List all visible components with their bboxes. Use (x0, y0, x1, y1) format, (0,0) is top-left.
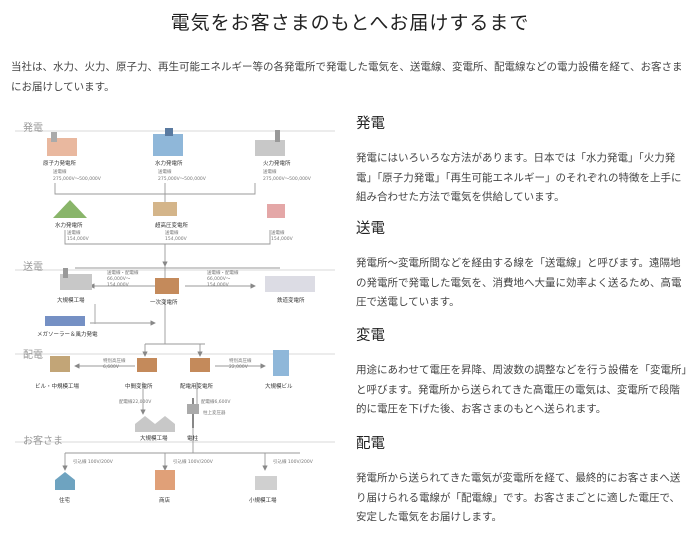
section-body: 発電所〜変電所間などを経由する線を「送電線」と呼びます。遠隔地の発電所で発電した… (356, 257, 682, 308)
section-generation: 発電 発電にはいろいろな方法があります。日本では「水力発電」「火力発電」「原子力… (356, 112, 688, 208)
house-icon (55, 472, 75, 490)
svg-text:送電線: 送電線 (263, 168, 277, 175)
svg-text:66,000V〜: 66,000V〜 (207, 276, 231, 282)
page-title: 電気をお客さまのもとへお届けするまで (170, 12, 530, 34)
svg-text:275,000V〜500,000V: 275,000V〜500,000V (158, 176, 207, 182)
stage-generation: 発電 (23, 121, 43, 134)
stage-transmission: 送電 (23, 260, 43, 273)
svg-text:配電線6,600V: 配電線6,600V (201, 398, 231, 405)
solar-wind-icon (45, 304, 96, 326)
railway-substation-icon (265, 276, 315, 292)
svg-text:引込線 100V/200V: 引込線 100V/200V (273, 458, 314, 465)
svg-text:引込線 100V/200V: 引込線 100V/200V (73, 458, 114, 465)
svg-text:送電線: 送電線 (53, 168, 67, 175)
svg-text:154,000V: 154,000V (271, 236, 294, 242)
thermal-plant-icon (255, 130, 285, 156)
small-factory-icon (255, 476, 277, 490)
label-hydro-big: 水力発電所 (155, 159, 183, 167)
svg-text:送電線: 送電線 (67, 229, 81, 236)
section-heading: 送電 (356, 221, 385, 237)
label-small-factory: 小規模工場 (249, 496, 277, 504)
big-building-icon (273, 350, 289, 376)
factory-large-icon (60, 268, 92, 290)
power-flow-diagram: 発電 送電 配電 お客さま (15, 118, 335, 528)
label-pole: 電柱 (187, 434, 199, 442)
svg-text:配電線22,000V: 配電線22,000V (119, 398, 152, 405)
svg-text:6,600V: 6,600V (103, 364, 120, 370)
section-heading: 発電 (356, 116, 385, 132)
svg-text:柱上変圧器: 柱上変圧器 (203, 409, 226, 416)
label-uh-substation: 超高圧変電所 (155, 221, 189, 229)
mountain-hydro-icon (53, 200, 87, 218)
label-solar-wind: メガソーラー＆風力発電 (37, 330, 98, 338)
building-icon (50, 356, 70, 372)
svg-text:66,000V〜: 66,000V〜 (107, 276, 131, 282)
label-dist-substation: 配電用変電所 (180, 382, 214, 390)
factory-medium-icon (135, 416, 175, 432)
section-body: 発電所から送られてきた電気が変電所を経て、最終的にお客さまへ送り届けられる電線が… (356, 472, 681, 523)
svg-text:275,000V〜500,000V: 275,000V〜500,000V (263, 176, 312, 182)
primary-substation-icon (155, 278, 179, 294)
label-house: 住宅 (59, 496, 71, 504)
svg-text:154,000V: 154,000V (67, 236, 90, 242)
section-heading: 変電 (356, 328, 385, 344)
svg-text:154,000V: 154,000V (107, 282, 130, 288)
svg-text:特別高圧線: 特別高圧線 (229, 357, 252, 364)
stage-customer: お客さま (23, 434, 63, 447)
svg-text:154,000V: 154,000V (207, 282, 230, 288)
section-transmission: 送電 発電所〜変電所間などを経由する線を「送電線」と呼びます。遠隔地の発電所で発… (356, 217, 688, 313)
label-factory-medium: 大規模工場 (140, 434, 168, 442)
svg-text:引込線 100V/200V: 引込線 100V/200V (173, 458, 214, 465)
uh-substation-icon (153, 202, 177, 216)
label-thermal: 火力発電所 (263, 159, 291, 167)
utility-pole-icon (187, 398, 199, 428)
svg-text:275,000V〜500,000V: 275,000V〜500,000V (53, 176, 102, 182)
label-railway-substation: 鉄道変電所 (277, 296, 305, 304)
label-big-building: 大規模ビル (265, 382, 293, 390)
svg-text:送電線: 送電線 (165, 229, 179, 236)
section-distribution: 配電 発電所から送られてきた電気が変電所を経て、最終的にお客さまへ送り届けられる… (356, 432, 688, 528)
svg-text:送電線・配電線: 送電線・配電線 (107, 269, 139, 276)
svg-text:送電線・配電線: 送電線・配電線 (207, 269, 239, 276)
svg-text:22,000V: 22,000V (229, 364, 249, 370)
intro-text: 当社は、水力、火力、原子力、再生可能エネルギー等の各発電所で発電した電気を、送電… (11, 61, 683, 93)
svg-text:送電線: 送電線 (271, 229, 285, 236)
section-heading: 配電 (356, 436, 385, 452)
section-body: 発電にはいろいろな方法があります。日本では「水力発電」「火力発電」「原子力発電」… (356, 152, 682, 203)
label-nuclear: 原子力発電所 (43, 159, 77, 167)
label-shop: 商店 (159, 496, 171, 504)
mid-substation-icon (137, 358, 157, 372)
dist-substation-icon (190, 358, 210, 372)
svg-text:特別高圧線: 特別高圧線 (103, 357, 126, 364)
factory-stack-icon (267, 204, 285, 218)
shop-icon (155, 470, 175, 490)
label-factory-large: 大規模工場 (57, 296, 85, 304)
section-body: 用途にあわせて電圧を昇降、周波数の調整などを行う設備を「変電所」と呼びます。発電… (356, 364, 687, 415)
hydro-dam-icon (153, 128, 183, 156)
label-building-factory: ビル・中規模工場 (35, 382, 80, 390)
section-substation: 変電 用途にあわせて電圧を昇降、周波数の調整などを行う設備を「変電所」と呼びます… (356, 324, 688, 420)
label-mid-substation: 中間変電所 (125, 382, 153, 390)
label-hydro-small: 水力発電所 (55, 221, 83, 229)
label-primary-substation: 一次変電所 (150, 298, 178, 306)
svg-text:154,000V: 154,000V (165, 236, 188, 242)
nuclear-plant-icon (47, 132, 77, 156)
stage-distribution: 配電 (23, 349, 43, 361)
svg-text:送電線: 送電線 (158, 168, 172, 175)
